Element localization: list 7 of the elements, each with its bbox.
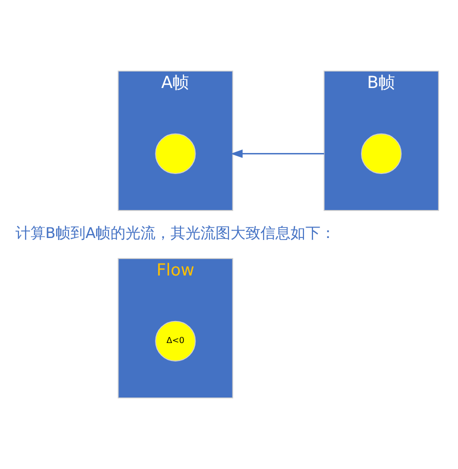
arrow [230,150,324,158]
cluster: A帧 [118,70,234,211]
cluster: B帧 [324,70,440,211]
label: 计算B帧到A帧的光流，其光流图大致信息如下： [15,225,336,242]
node-circle: Δ<0 [155,320,196,362]
node-circle [155,133,196,174]
node-circle [361,133,402,174]
